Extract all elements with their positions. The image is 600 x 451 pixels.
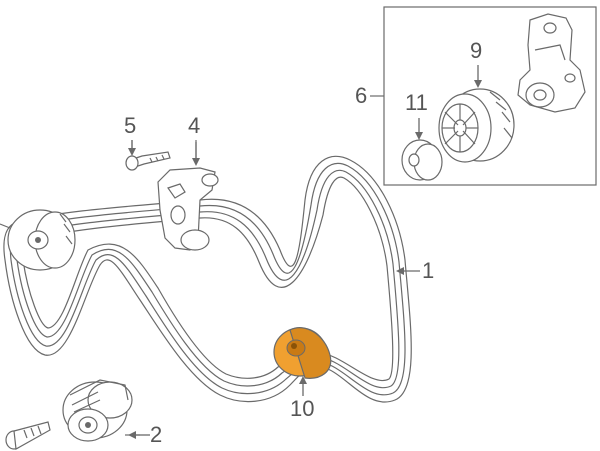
callout-1: 1 [422,258,435,283]
serpentine-belt [3,155,412,403]
callout-11: 11 [405,90,428,115]
callout-6: 6 [355,83,368,108]
tensioner-bracket [157,140,219,251]
inset-bracket [517,13,586,113]
tensioner-assembly [62,379,140,442]
callout-2: 2 [150,422,163,447]
callout-10: 10 [290,396,315,421]
inset-box [370,6,597,186]
left-pulley [0,209,76,271]
idler-pulley-10 [273,327,332,379]
dust-cap-11 [401,139,443,181]
callout-5: 5 [124,113,137,138]
callout-4: 4 [188,113,201,138]
callout-9: 9 [470,38,483,63]
callout-arrows [128,65,482,439]
pulley-9 [438,88,515,163]
bolt-lower [5,421,51,450]
